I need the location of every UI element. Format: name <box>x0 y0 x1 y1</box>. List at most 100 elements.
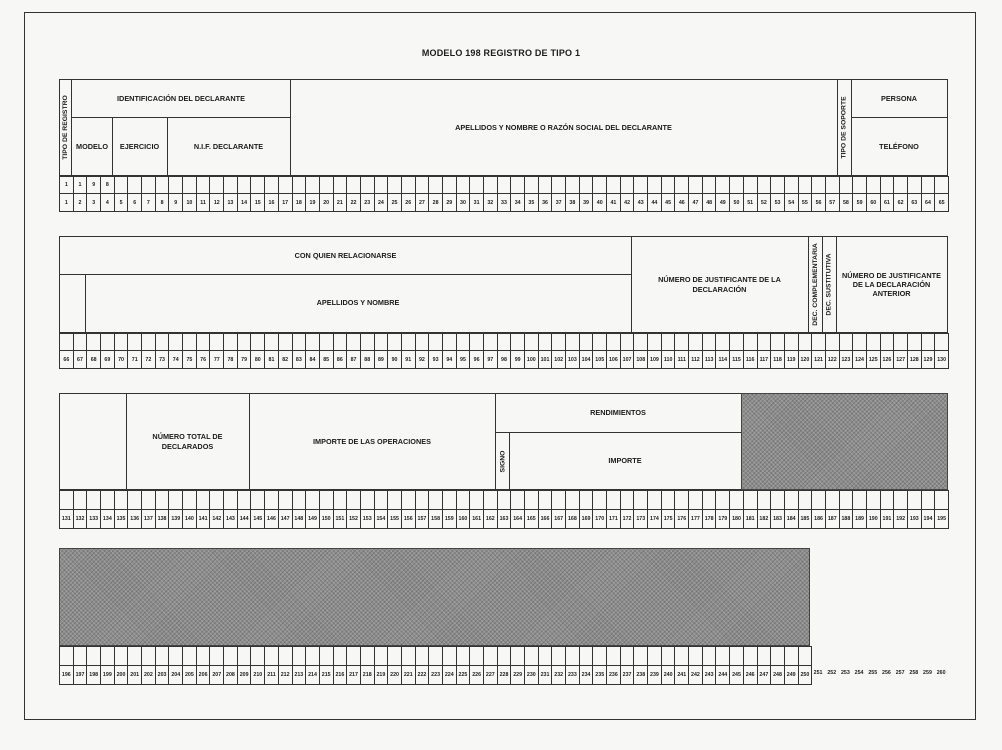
position-number: 87 <box>346 351 361 369</box>
entry-cell <box>729 646 744 666</box>
position-number: 37 <box>551 194 567 212</box>
position-number: 192 <box>893 510 908 529</box>
position-number: 200 <box>113 666 129 685</box>
entry-cell <box>141 646 156 666</box>
prefill-cell <box>441 176 457 194</box>
position-number: 47 <box>688 194 703 212</box>
prefill-cell <box>113 176 129 194</box>
position-number: 191 <box>879 510 895 529</box>
entry-cell <box>783 333 799 351</box>
entry-cell <box>209 646 225 666</box>
position-number: 21 <box>332 194 348 212</box>
entry-cell <box>86 646 102 666</box>
entry-cell <box>879 490 895 510</box>
position-number: 121 <box>811 351 826 369</box>
entry-cell <box>359 333 375 351</box>
entry-cell <box>223 646 238 666</box>
entry-cell <box>236 646 252 666</box>
entry-cell <box>551 646 567 666</box>
entry-cell <box>250 333 266 351</box>
position-number: 13 <box>223 194 238 212</box>
entry-cell <box>127 490 143 510</box>
position-number: 32 <box>482 194 498 212</box>
position-number: 120 <box>797 351 813 369</box>
entry-cell <box>141 333 156 351</box>
position-number: 19 <box>305 194 320 212</box>
entry-cell <box>510 333 525 351</box>
position-number: 140 <box>182 510 197 529</box>
prefill-cell <box>387 176 402 194</box>
prefill-cell <box>359 176 375 194</box>
entry-cell <box>906 490 922 510</box>
position-number: 221 <box>400 666 416 685</box>
position-number: 220 <box>387 666 402 685</box>
entry-cell <box>332 646 348 666</box>
position-number: 60 <box>865 194 881 212</box>
entry-cell <box>551 333 567 351</box>
entry-cell <box>400 646 416 666</box>
position-number: 185 <box>797 510 813 529</box>
entry-cell <box>660 490 676 510</box>
entry-cell <box>660 646 676 666</box>
position-number: 144 <box>236 510 252 529</box>
prefill-cell <box>688 176 703 194</box>
entry-cell <box>824 490 840 510</box>
prefill-cell <box>455 176 471 194</box>
con-quien-relacionarse-label: CON QUIEN RELACIONARSE <box>59 236 632 275</box>
position-number: 116 <box>742 351 758 369</box>
position-number: 209 <box>236 666 252 685</box>
dec-sustitutiva-label: DEC. SUSTITUTIVA <box>826 253 833 316</box>
position-number: 127 <box>893 351 908 369</box>
position-number: 117 <box>756 351 772 369</box>
entry-cell <box>729 490 744 510</box>
position-number: 41 <box>606 194 621 212</box>
entry-cell <box>469 490 484 510</box>
position-number: 111 <box>674 351 690 369</box>
position-number: 251 <box>813 670 823 676</box>
entry-cell <box>701 333 717 351</box>
position-number: 104 <box>578 351 594 369</box>
position-number: 243 <box>701 666 717 685</box>
tipo-registro-box <box>59 79 72 176</box>
entry-cell <box>510 490 525 510</box>
entry-cell <box>428 646 443 666</box>
position-number: 157 <box>414 510 430 529</box>
entry-cell <box>223 333 238 351</box>
prefill-cell <box>893 176 908 194</box>
position-number: 97 <box>482 351 498 369</box>
form-title: MODELO 198 REGISTRO DE TIPO 1 <box>421 48 581 58</box>
entry-cell <box>127 646 143 666</box>
entry-cell <box>414 646 430 666</box>
entry-cell <box>524 646 539 666</box>
entry-cell <box>565 333 580 351</box>
position-number: 184 <box>783 510 799 529</box>
position-number: 68 <box>86 351 102 369</box>
entry-cell <box>346 646 361 666</box>
position-number: 149 <box>305 510 320 529</box>
entry-cell <box>592 646 608 666</box>
position-number: 245 <box>729 666 744 685</box>
tipo-soporte-box <box>837 79 852 176</box>
entry-cell <box>277 333 293 351</box>
position-number: 179 <box>715 510 731 529</box>
position-number: 93 <box>428 351 443 369</box>
entry-cell <box>264 333 279 351</box>
position-number: 18 <box>291 194 307 212</box>
position-number: 10 <box>182 194 197 212</box>
prefill-cell: 8 <box>100 176 115 194</box>
entry-cell <box>100 490 115 510</box>
entry-cell <box>359 646 375 666</box>
prefill-cell <box>783 176 799 194</box>
entry-cell <box>619 333 635 351</box>
position-number: 95 <box>455 351 471 369</box>
position-number: 202 <box>141 666 156 685</box>
prefill-cell <box>934 176 949 194</box>
entry-cell <box>455 333 471 351</box>
entry-cell <box>619 646 635 666</box>
entry-cell <box>537 490 553 510</box>
prefill-cell <box>701 176 717 194</box>
position-number: 26 <box>400 194 416 212</box>
position-number: 178 <box>701 510 717 529</box>
entry-cell <box>783 490 799 510</box>
entry-cell <box>893 333 908 351</box>
